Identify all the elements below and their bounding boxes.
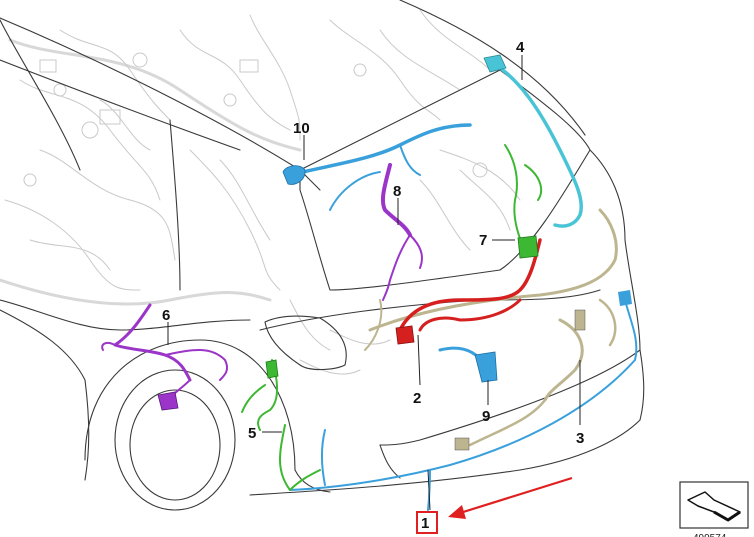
callout-9[interactable]: 9 bbox=[482, 408, 490, 425]
harness-5-green bbox=[241, 359, 321, 491]
callout-10[interactable]: 10 bbox=[293, 120, 310, 137]
harness-4-lightblue bbox=[483, 54, 583, 228]
harness-9-blue bbox=[438, 346, 498, 383]
callout-1[interactable]: 1 bbox=[421, 515, 429, 532]
harness-3-beige bbox=[364, 208, 618, 451]
highlight-box bbox=[416, 511, 438, 534]
pointer-arrow bbox=[448, 476, 573, 519]
harness-6-purple bbox=[101, 303, 229, 411]
callout-2[interactable]: 2 bbox=[413, 390, 421, 407]
callout-4[interactable]: 4 bbox=[516, 39, 525, 56]
vehicle-body-outline bbox=[0, 0, 645, 511]
reference-number: 499574 bbox=[693, 533, 727, 537]
harness-8-purple bbox=[380, 163, 423, 301]
flip-view-icon[interactable] bbox=[679, 481, 749, 529]
harness-10-blue bbox=[282, 123, 472, 211]
callout-6[interactable]: 6 bbox=[162, 307, 170, 324]
harness-2-red bbox=[395, 238, 542, 345]
leader-lines bbox=[167, 55, 581, 511]
callout-7[interactable]: 7 bbox=[479, 232, 487, 249]
callout-8[interactable]: 8 bbox=[393, 183, 401, 200]
callout-5[interactable]: 5 bbox=[248, 425, 256, 442]
harness-1-blue bbox=[289, 290, 638, 511]
harness-7-green bbox=[504, 144, 543, 259]
background-wiring bbox=[0, 9, 521, 375]
callout-3[interactable]: 3 bbox=[576, 430, 584, 447]
callout-labels: 1 2 3 4 5 6 7 8 9 10 bbox=[162, 39, 584, 532]
